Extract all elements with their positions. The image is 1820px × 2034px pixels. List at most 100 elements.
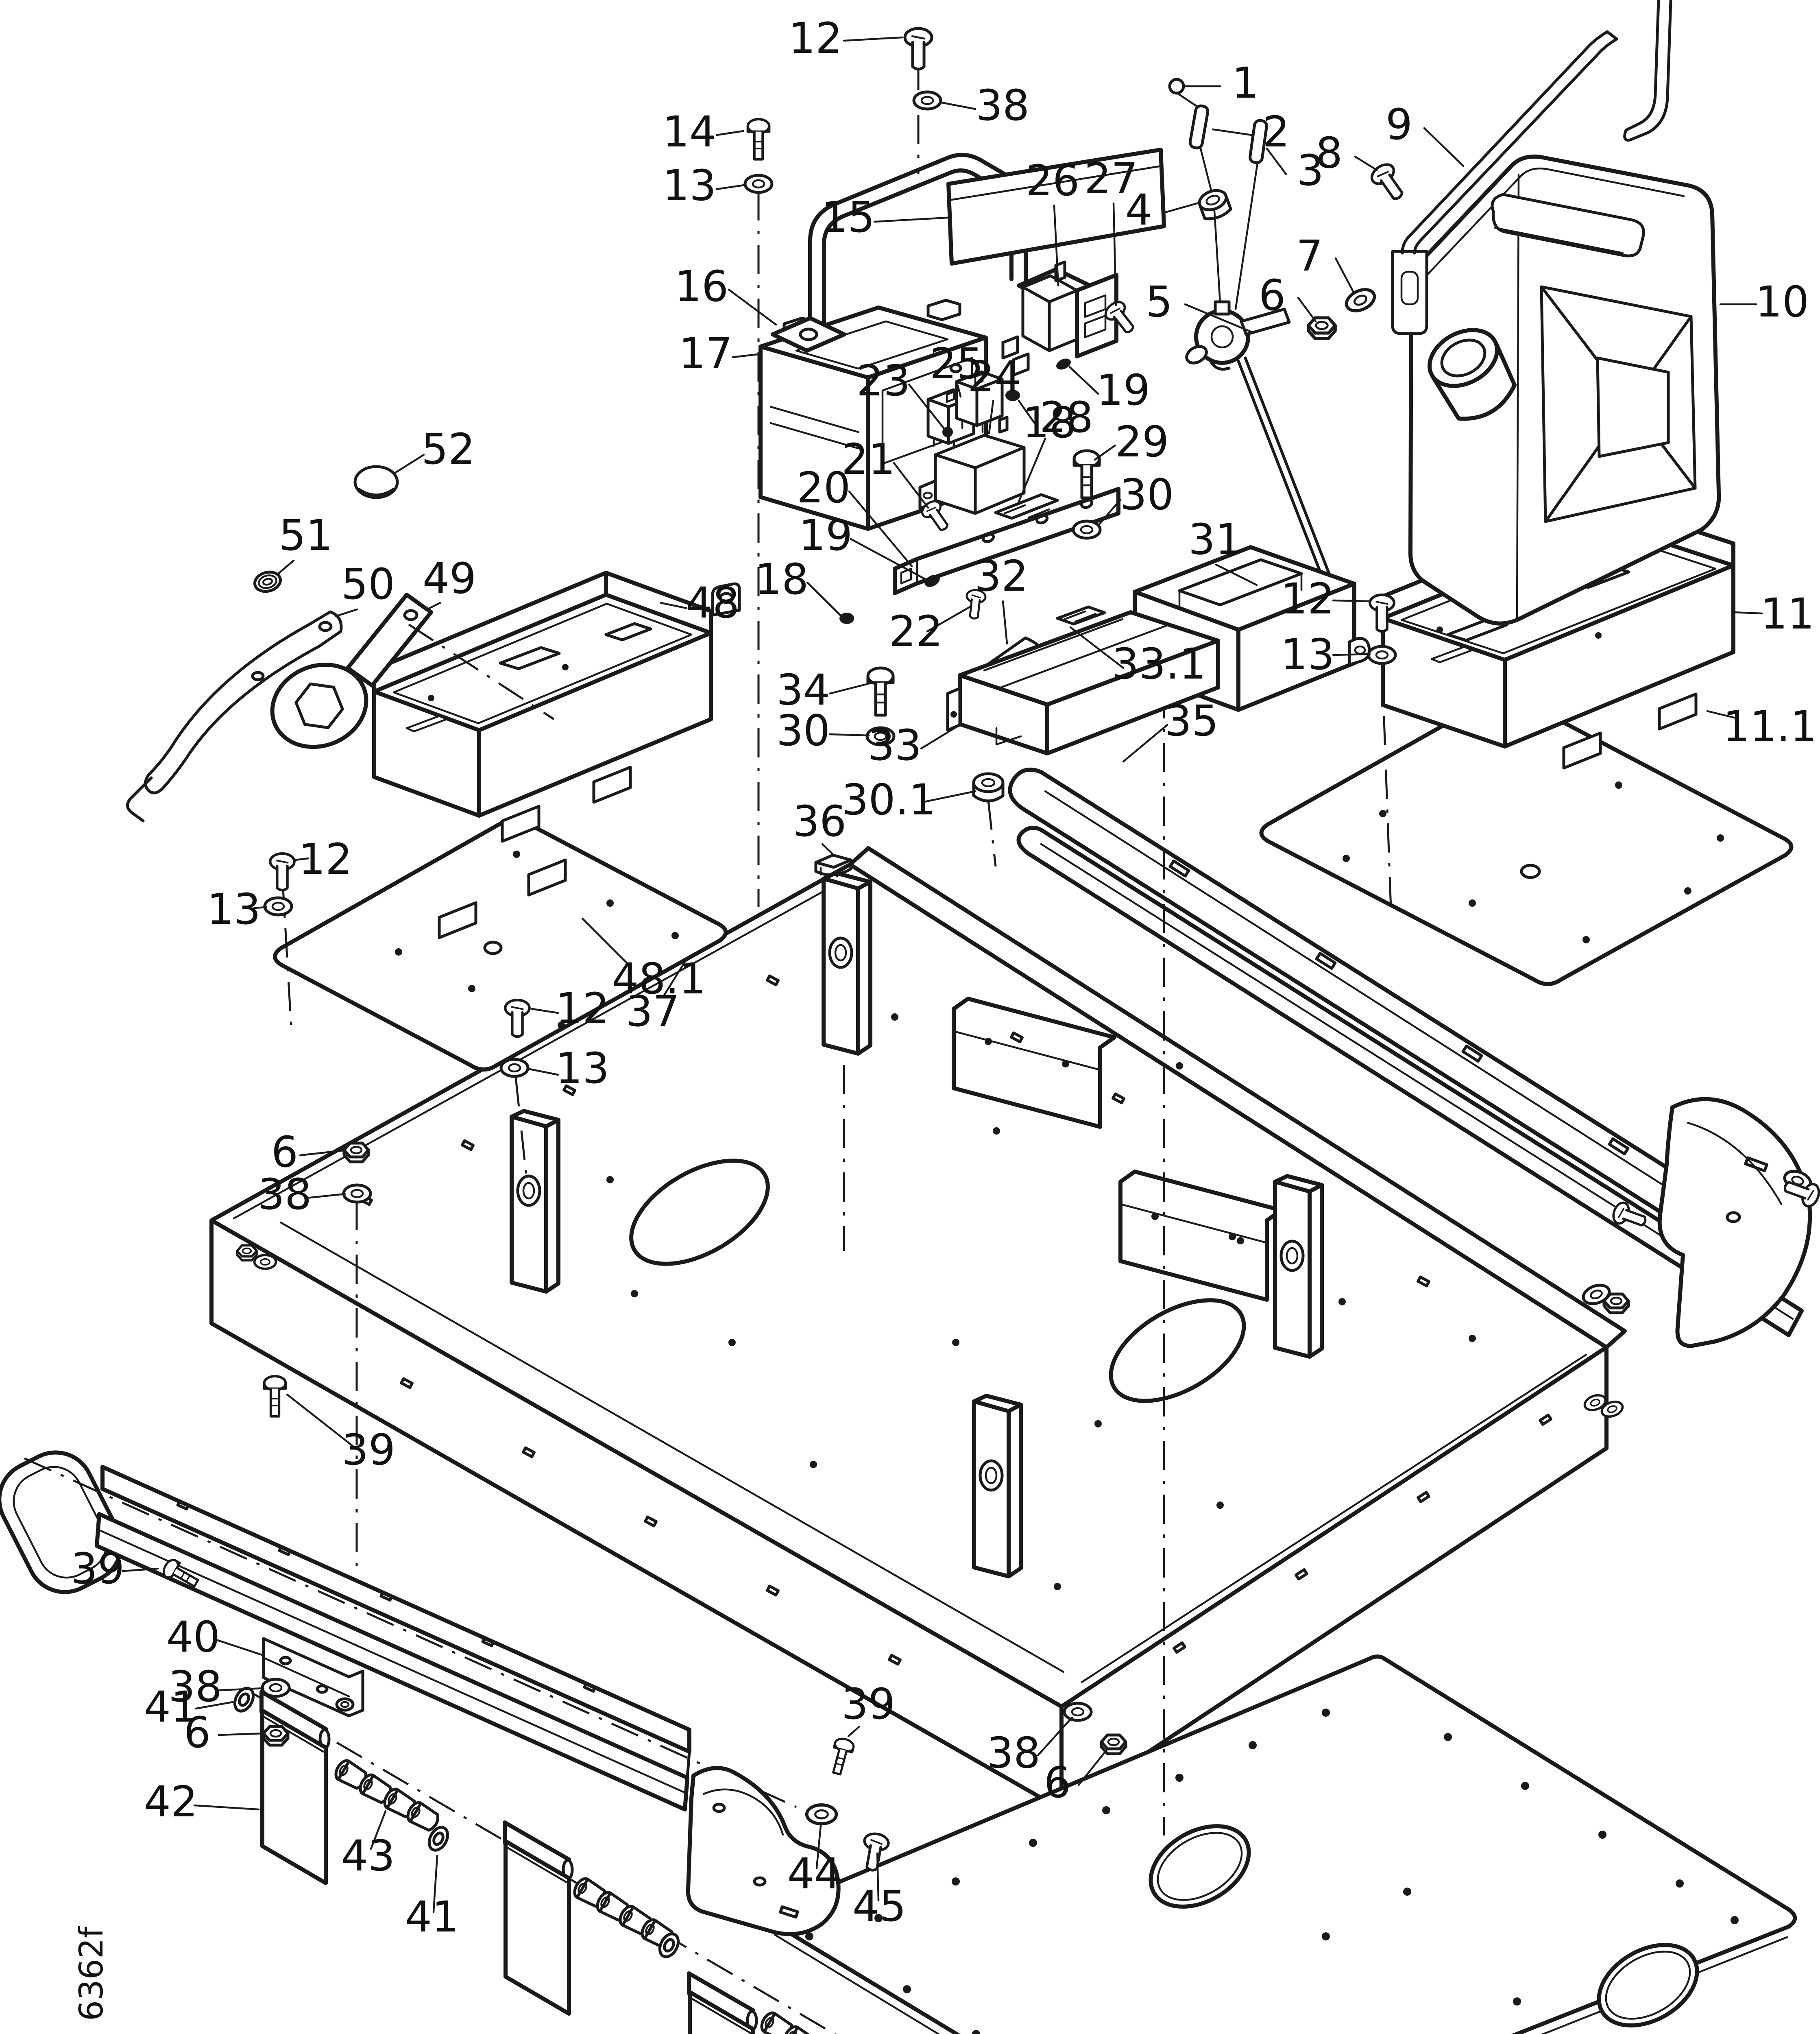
part-label-10: 10 — [1755, 277, 1809, 327]
end-plate-44 — [686, 1766, 841, 1936]
spacer-30-1 — [972, 772, 1005, 803]
part-label-49: 49 — [423, 554, 476, 603]
part-label-14: 14 — [663, 107, 716, 157]
fuel-can-10 — [1408, 154, 1721, 626]
part-label-6: 6 — [1259, 271, 1286, 320]
nut-6-icon — [1308, 318, 1335, 338]
grommet-51 — [253, 570, 282, 593]
part-label-21: 21 — [841, 434, 895, 484]
part-label-4: 4 — [1125, 185, 1152, 235]
frame-deck-holes — [359, 974, 1552, 1666]
part-label-1: 1 — [1232, 58, 1259, 108]
part-label-48-1: 48.1 — [612, 954, 706, 1004]
frame-deck — [209, 846, 1627, 1811]
washer-13-icon — [501, 1059, 528, 1076]
bolt-8-icon — [1368, 161, 1409, 205]
screw-23-icon — [942, 427, 953, 437]
washer-38-icon — [1064, 1703, 1091, 1720]
part-label-12-left: 12 — [299, 834, 352, 884]
part-label-7: 7 — [1296, 231, 1323, 281]
part-label-18-b: 18 — [755, 554, 809, 604]
part-label-52: 52 — [421, 424, 475, 474]
part-label-31: 31 — [1188, 515, 1242, 564]
part-label-12-top: 12 — [789, 13, 842, 63]
fuel-can-spout — [1428, 328, 1517, 421]
washer-38-icon — [262, 1679, 289, 1696]
washer-13-icon — [1369, 646, 1395, 663]
part-label-30-a: 30 — [1120, 470, 1174, 519]
bolt-39-icon — [264, 1376, 286, 1416]
part-label-38-low: 38 — [168, 1662, 222, 1711]
part-label-19-a: 19 — [1096, 365, 1150, 415]
bracket-40 — [262, 1637, 364, 1718]
cap-52 — [353, 465, 399, 499]
part-label-38-left: 38 — [258, 1170, 312, 1219]
washer-13-icon — [745, 175, 772, 192]
part-label-12-right: 12 — [1281, 574, 1334, 624]
drawing-code: 6362f — [72, 1926, 110, 2021]
part-label-22: 22 — [889, 607, 943, 656]
part-label-26: 26 — [1026, 156, 1079, 205]
part-label-33: 33 — [868, 720, 922, 770]
part-label-30-b: 30 — [776, 706, 830, 755]
nut-18-icon — [1005, 390, 1020, 401]
washer-38-icon — [344, 1185, 371, 1202]
washer-13-icon — [265, 898, 292, 915]
washer-icon — [255, 1255, 276, 1269]
part-label-25: 25 — [930, 339, 983, 388]
rail-end-plate — [1657, 1097, 1812, 1348]
part-label-12-mid: 12 — [556, 984, 609, 1033]
part-label-11: 11 — [1761, 589, 1814, 639]
part-label-5: 5 — [1146, 277, 1173, 327]
washer-30-icon — [1073, 521, 1100, 538]
part-label-51: 51 — [279, 511, 333, 560]
part-label-27: 27 — [1084, 154, 1138, 203]
part-label-42: 42 — [144, 1777, 198, 1827]
center-lines — [24, 61, 1392, 2034]
part-label-48: 48 — [686, 578, 739, 628]
part-label-44: 44 — [787, 1849, 841, 1899]
part-label-30-1: 30.1 — [841, 775, 936, 825]
part-label-6-bottom: 6 — [1044, 1758, 1071, 1807]
tray-base-plate-11-1 — [1259, 690, 1794, 986]
bolt-29-icon — [1074, 451, 1099, 498]
battery-tray-48 — [372, 571, 741, 843]
part-label-37: 37 — [626, 986, 680, 1036]
part-label-18-a: 18 — [1022, 398, 1076, 447]
part-label-2: 2 — [1263, 107, 1290, 157]
part-label-45: 45 — [852, 1881, 906, 1931]
part-label-24: 24 — [968, 352, 1021, 402]
washer-19-icon — [924, 575, 940, 587]
box-wrench-49 — [270, 593, 433, 749]
part-label-39-bottom: 39 — [841, 1679, 895, 1729]
module-24-cluster — [839, 416, 1120, 624]
part-label-17: 17 — [679, 329, 732, 378]
bolt-14-icon — [748, 119, 769, 159]
cap-plug-36 — [814, 853, 852, 877]
part-label-6-low: 6 — [184, 1708, 211, 1757]
module-33 — [946, 605, 1220, 755]
part-label-9: 9 — [1386, 100, 1412, 149]
fuel-can-strap-9 — [1391, 0, 1672, 335]
part-label-8: 8 — [1316, 128, 1343, 178]
washer-19-icon — [1056, 358, 1071, 370]
leader-lines — [122, 36, 1763, 1913]
washer-44-icon — [807, 1805, 837, 1824]
part-label-28: 28 — [1040, 393, 1093, 442]
part-label-13-mid: 13 — [556, 1043, 609, 1093]
part-label-38-top: 38 — [976, 81, 1029, 130]
frame-brackets — [952, 997, 1283, 1302]
part-label-13-right: 13 — [1281, 630, 1334, 679]
nut-18-icon — [839, 613, 854, 624]
part-label-29: 29 — [1115, 417, 1169, 467]
wrench-arm-50 — [126, 610, 343, 823]
part-label-43: 43 — [341, 1831, 395, 1881]
part-label-6-left: 6 — [271, 1127, 298, 1177]
solenoid-26-cluster — [1001, 260, 1139, 401]
pad-28 — [994, 493, 1059, 520]
screw-12-icon — [270, 853, 294, 890]
part-label-13-top: 13 — [663, 161, 716, 210]
part-label-15: 15 — [821, 192, 875, 242]
